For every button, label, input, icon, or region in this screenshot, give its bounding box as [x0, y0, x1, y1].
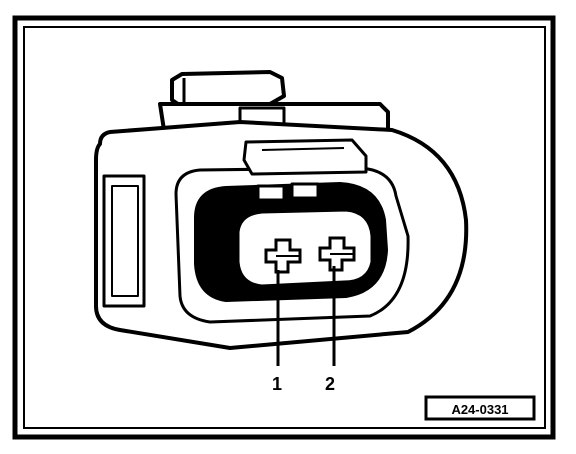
terminal-pin-2 [318, 236, 356, 272]
pin-label-1: 1 [272, 374, 282, 394]
connector-housing-icon [94, 70, 469, 350]
figure-code: A24-0331 [451, 402, 508, 417]
inner-frame [23, 26, 546, 429]
figure-code-box [424, 395, 536, 421]
pin-label-2: 2 [325, 374, 335, 394]
outer-frame [12, 15, 556, 440]
terminal-pin-1 [264, 238, 302, 274]
